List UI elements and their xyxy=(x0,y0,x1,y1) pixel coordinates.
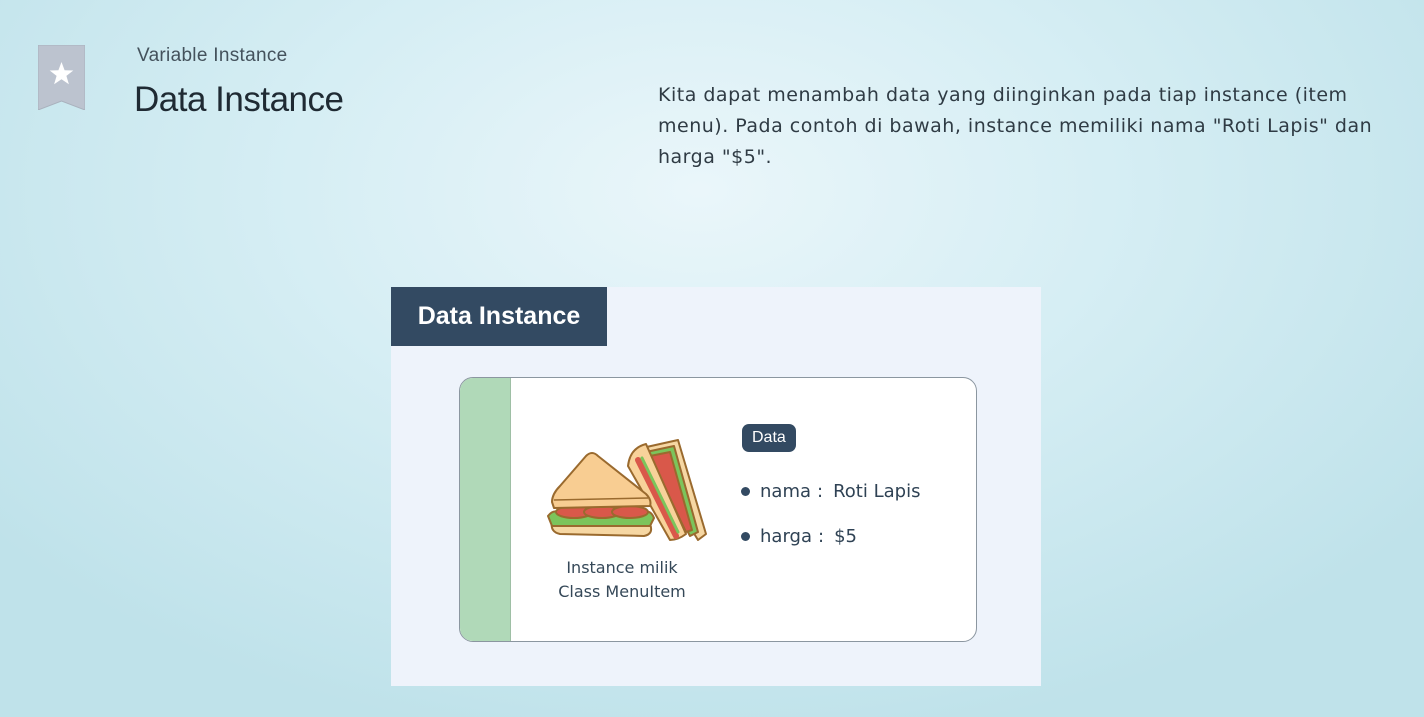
panel-header: Data Instance xyxy=(391,287,607,346)
data-badge: Data xyxy=(742,424,796,452)
data-list: nama: Roti Lapis harga: $5 xyxy=(741,481,920,571)
data-separator: : xyxy=(817,481,824,502)
illustration-panel: Data Instance xyxy=(391,287,1041,686)
data-value-nama: Roti Lapis xyxy=(833,481,921,502)
caption-line-1: Instance milik xyxy=(566,558,678,577)
bullet-icon xyxy=(741,532,750,541)
sandwich-illustration xyxy=(546,436,710,544)
data-key-harga: harga xyxy=(760,526,812,547)
bookmark-star-icon[interactable] xyxy=(37,44,86,111)
data-separator: : xyxy=(817,526,825,547)
caption-line-2: Class MenuItem xyxy=(558,582,686,601)
card-accent-strip xyxy=(460,378,511,641)
list-item: harga: $5 xyxy=(741,526,920,571)
data-value-harga: $5 xyxy=(834,526,857,547)
description-text: Kita dapat menambah data yang diinginkan… xyxy=(658,84,1373,168)
data-key-nama: nama xyxy=(760,481,812,502)
instance-card: Instance milik Class MenuItem Data nama:… xyxy=(459,377,977,642)
list-item: nama: Roti Lapis xyxy=(741,481,920,526)
instance-caption: Instance milik Class MenuItem xyxy=(538,556,706,604)
page-title: Data Instance xyxy=(134,80,344,119)
bullet-icon xyxy=(741,487,750,496)
lesson-subtitle: Variable Instance xyxy=(137,45,288,66)
